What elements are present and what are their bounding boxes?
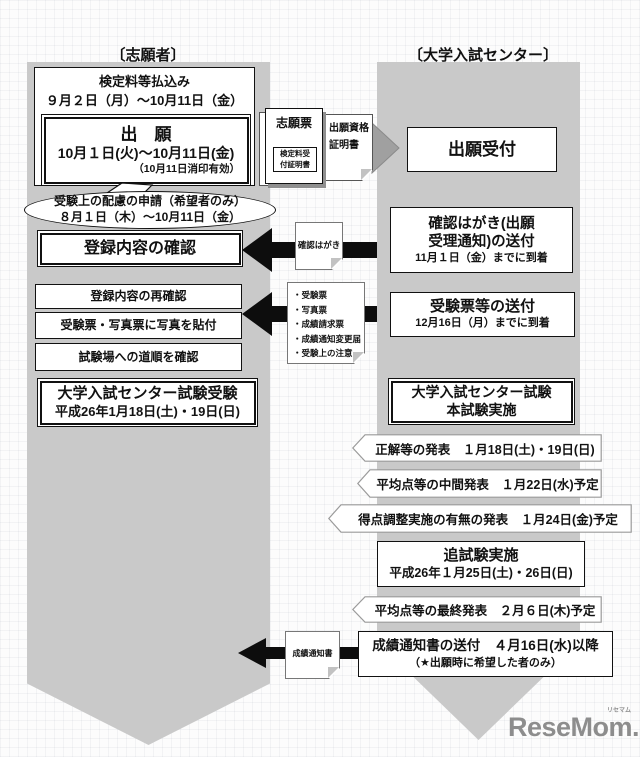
photo-attach-box: 受験票・写真票に写真を貼付: [35, 312, 242, 339]
application-title: 出 願: [120, 125, 172, 145]
eligibility-line2: 証明書: [329, 140, 359, 151]
score-send-line2: （★出願時に希望した者のみ）: [409, 656, 562, 669]
correct-answers-label: 正解等の発表 １月18日(土)・19日(日): [375, 442, 595, 457]
fee-payment-title: 検定料等払込み: [98, 74, 190, 89]
take-exam-date: 平成26年1月18日(土)・19日(日): [55, 403, 240, 419]
folded-corner-icon: [331, 258, 342, 269]
ticket-send-box: 受験票等の送付 12月16日（月）までに到着: [390, 292, 575, 337]
special-consideration-callout: 受験上の配慮の申請（希望者のみ） ８月１日（木）～10月11日（金）: [24, 191, 276, 229]
fee-receipt-line1: 検定料受: [280, 149, 310, 159]
resemom-logo: ReseMom. リセマム: [508, 708, 640, 743]
ticket-item: ・成績請求票: [293, 319, 345, 330]
makeup-exam-title: 追試験実施: [443, 546, 519, 564]
confirmation-postcard-doc: 確認はがき: [295, 222, 343, 270]
application-box: 出 願 10月１日(火)～10月11日(金) （10月11日消印有効）: [41, 114, 251, 186]
confirmation-send-line1: 確認はがき(出願: [428, 215, 535, 232]
fee-receipt-line2: 付証明書: [280, 159, 310, 169]
application-note: （10月11日消印有効）: [133, 162, 240, 175]
folded-corner-icon: [353, 352, 364, 363]
resemom-logo-ruby: リセマム: [607, 708, 632, 714]
ticket-item: ・写真票: [293, 304, 328, 315]
application-accept-box: 出願受付: [407, 127, 557, 172]
score-adjustment-label: 得点調整実施の有無の発表 １月24日(金)予定: [358, 513, 618, 527]
application-period: 10月１日(火)～10月11日(金): [57, 145, 235, 162]
score-send-box: 成績通知書の送付 ４月16日(水)以降 （★出願時に希望した者のみ）: [358, 631, 613, 677]
makeup-exam-date: 平成26年１月25日(土)・26日(日): [389, 565, 573, 580]
recheck-box: 登録内容の再確認: [35, 284, 242, 309]
confirmation-postcard-label: 確認はがき: [297, 240, 341, 250]
main-exam-box: 大学入試センター試験 本試験実施: [388, 378, 575, 425]
confirmation-send-box: 確認はがき(出願 受理通知)の送付 11月１日（金）までに到着: [390, 207, 573, 273]
score-report-doc: 成績通知書: [285, 631, 340, 679]
tickets-list-doc: ・受験票 ・写真票 ・成績請求票 ・成績通知変更届 ・受験上の注意: [287, 282, 365, 364]
fee-payment-period: ９月２日（月）～10月11日（金）: [45, 93, 244, 109]
consideration-line2: ８月１日（木）～10月11日（金）: [58, 210, 242, 224]
interim-average-label: 平均点等の中間発表 １月22日(水)予定: [376, 478, 599, 492]
application-accept-label: 出願受付: [448, 139, 516, 159]
folded-corner-icon: [361, 169, 372, 180]
ticket-item: ・受験上の注意: [293, 348, 353, 359]
ticket-item: ・受験票: [293, 290, 328, 300]
main-exam-line2: 本試験実施: [446, 401, 517, 418]
recheck-label: 登録内容の再確認: [90, 289, 187, 303]
registration-check-label: 登録内容の確認: [83, 239, 196, 257]
route-check-box: 試験場への道順を確認: [35, 343, 242, 371]
correct-answers-banner: 正解等の発表 １月18日(土)・19日(日): [352, 434, 602, 462]
confirmation-send-line2: 受理通知)の送付: [428, 233, 535, 250]
registration-check-box: 登録内容の確認: [37, 230, 243, 267]
final-average-label: 平均点等の最終発表 ２月６日(木)予定: [374, 604, 596, 618]
take-exam-title: 大学入試センター試験受験: [57, 385, 238, 402]
folded-corner-icon: [328, 667, 339, 678]
ticket-send-date: 12月16日（月）までに到着: [415, 317, 550, 329]
interim-average-banner: 平均点等の中間発表 １月22日(水)予定: [357, 469, 602, 498]
fee-receipt-box: 検定料受 付証明書: [273, 147, 317, 172]
score-report-label: 成績通知書: [292, 649, 333, 658]
makeup-exam-box: 追試験実施 平成26年１月25日(土)・26日(日): [377, 541, 585, 587]
photo-attach-label: 受験票・写真票に写真を貼付: [60, 318, 217, 332]
consideration-line1: 受験上の配慮の申請（希望者のみ）: [53, 194, 246, 209]
center-column-header: 〔大学入試センター〕: [408, 47, 559, 64]
score-send-line1: 成績通知書の送付 ４月16日(水)以降: [372, 637, 599, 653]
application-form-label: 志願票: [275, 116, 312, 130]
score-adjustment-banner: 得点調整実施の有無の発表 １月24日(金)予定: [328, 504, 632, 533]
route-check-label: 試験場への道順を確認: [78, 349, 199, 364]
main-exam-line1: 大学入試センター試験: [411, 384, 552, 400]
ticket-send-title: 受験票等の送付: [429, 298, 535, 316]
eligibility-certificate-doc: 出願資格 証明書: [323, 114, 373, 181]
resemom-logo-text: ReseMom.: [508, 712, 640, 742]
eligibility-line1: 出願資格: [329, 123, 369, 134]
take-exam-box: 大学入試センター試験受験 平成26年1月18日(土)・19日(日): [37, 378, 258, 427]
ticket-item: ・成績通知変更届: [293, 333, 362, 344]
application-form-doc: 志願票 検定料受 付証明書: [265, 108, 323, 184]
applicant-column-header: 〔志願者〕: [110, 47, 186, 64]
final-average-banner: 平均点等の最終発表 ２月６日(木)予定: [352, 596, 602, 623]
confirmation-send-date: 11月１日（金）までに到着: [415, 251, 548, 264]
